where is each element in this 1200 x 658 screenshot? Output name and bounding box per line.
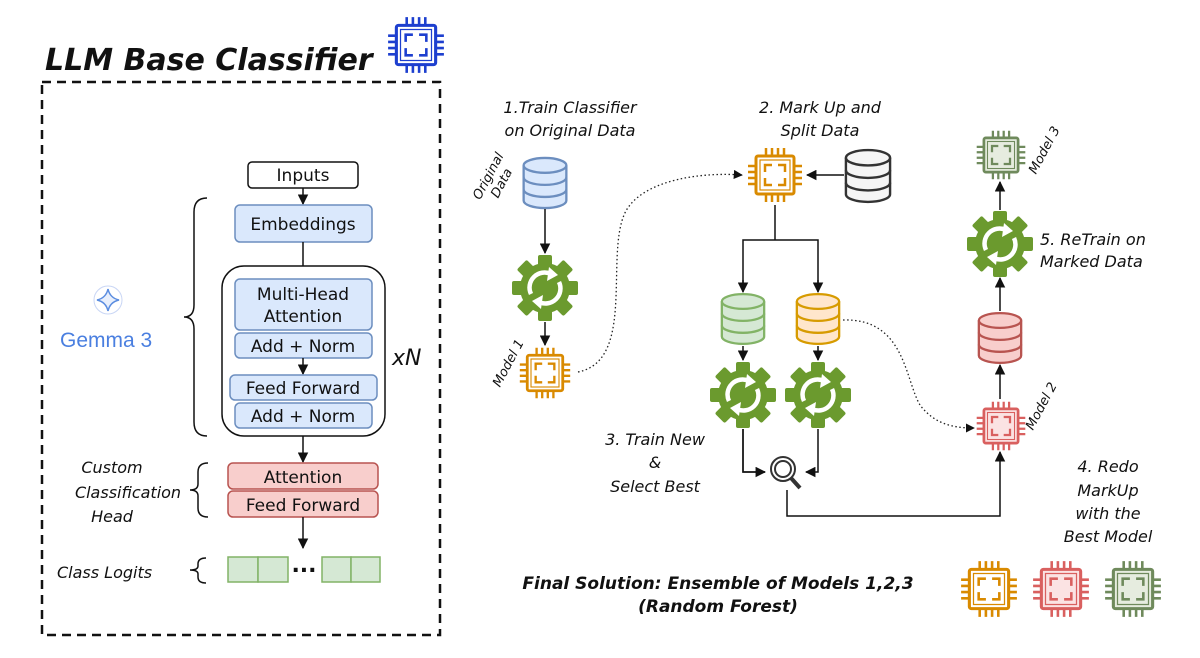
logits-ellipsis: ... [291,553,316,578]
head-brace [189,462,209,518]
classifier-dashed-border [40,80,442,637]
markup-chip-icon [746,146,804,204]
add-norm-box-2 [234,402,373,429]
ensemble-model1-chip-icon [959,559,1019,619]
train-gear-icon-1 [512,255,578,321]
step4-line4: Best Model [1064,527,1153,546]
logit-cells [227,556,381,583]
class-logits-label: Class Logits [57,563,152,582]
multi-head-label: Multi-Head [257,285,349,305]
split-data-db-icon-orange [795,292,841,346]
gemma-label: Gemma 3 [60,329,152,352]
step5-line1: 5. ReTrain on [1040,230,1146,249]
step3-line2: & [649,453,661,472]
classifier-title: LLM Base Classifier [45,43,375,78]
train-gear-icon-3 [785,362,851,428]
repeat-label: xN [391,346,421,371]
ensemble-model3-chip-icon [1103,559,1163,619]
step1-line2: on Original Data [505,121,636,140]
model2-chip-icon [975,400,1027,452]
step3-line1: 3. Train New [605,430,706,449]
gemma-brace [183,197,208,437]
head-feed-forward-label: Feed Forward [246,496,360,516]
train-gear-icon-2 [710,362,776,428]
head-label-1: Custom [81,458,142,477]
step1-line1: 1.Train Classifier [503,98,638,117]
step3-line3: Select Best [610,477,701,496]
feed-forward-label: Feed Forward [246,379,360,399]
step2-line2: Split Data [781,121,860,140]
split-data-db-icon-green [720,292,766,346]
logit-cell [321,556,352,583]
add-norm-label-1: Add + Norm [251,337,355,357]
ensemble-model2-chip-icon [1031,559,1091,619]
feed-forward-box [229,374,378,401]
retrain-gear-icon [967,211,1033,277]
magnifier-icon [770,456,802,490]
chip-icon-blue [386,15,446,75]
step4-line1: 4. Redo [1077,457,1138,476]
dotted-link-split-to-model2 [842,319,975,433]
step4-line3: with the [1075,504,1140,523]
add-norm-label-2: Add + Norm [251,407,355,427]
step5-line2: Marked Data [1040,252,1143,271]
head-label-2: Classification [75,483,181,502]
logits-brace [189,557,207,584]
inputs-label: Inputs [277,166,330,186]
model1-chip-icon [518,346,572,400]
model3-chip-icon [975,129,1027,181]
final-solution-line1: Final Solution: Ensemble of Models 1,2,3 [522,574,913,594]
head-attention-box [227,462,379,490]
head-label-3: Head [91,507,134,526]
step4-line2: MarkUp [1077,481,1138,500]
final-solution-line2: (Random Forest) [638,597,798,617]
multi-head-attention-box [234,278,373,331]
logit-cell [227,556,259,583]
attention-label: Attention [264,307,342,327]
head-attention-label: Attention [264,468,342,488]
original-data-db-icon [522,156,568,210]
logit-cell [350,556,381,583]
logit-cell [257,556,289,583]
embeddings-label: Embeddings [250,215,355,235]
marked-data-db-icon [977,311,1023,365]
model3-label: Model 3 [1026,124,1063,176]
gemma-logo-icon [93,285,123,315]
unlabeled-data-db-icon [844,148,892,204]
step2-line1: 2. Mark Up and [759,98,882,117]
dotted-link-model1-to-markup [577,169,743,373]
model2-label: Model 2 [1023,380,1060,432]
